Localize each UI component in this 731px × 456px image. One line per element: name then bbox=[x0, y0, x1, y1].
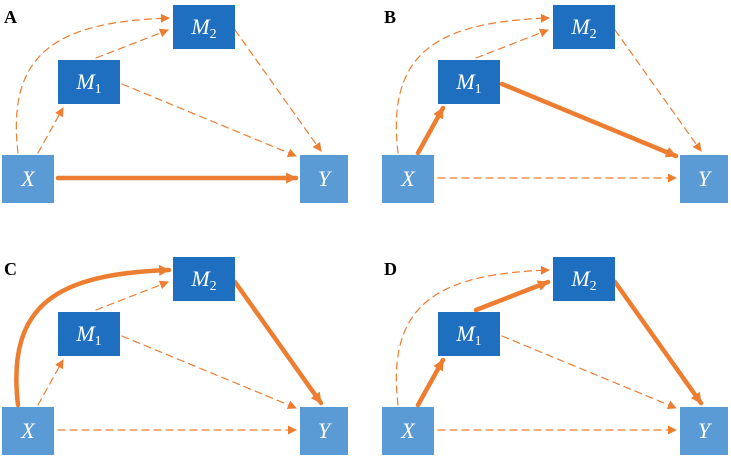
edge-m1-to-m2-solid bbox=[473, 279, 551, 313]
node-m2: M2 bbox=[173, 257, 235, 301]
node-y-box bbox=[300, 407, 348, 455]
edge-x-to-m1-solid bbox=[415, 357, 446, 408]
node-m1-label-base: M bbox=[455, 69, 476, 94]
panel-label: B bbox=[384, 7, 396, 27]
node-y-box bbox=[300, 155, 348, 203]
node-m1-label: M1 bbox=[455, 321, 481, 349]
node-m1: M1 bbox=[438, 60, 500, 104]
node-y-box bbox=[680, 155, 728, 203]
node-x: X bbox=[2, 155, 54, 203]
node-x-label: X bbox=[20, 418, 36, 443]
edge-m2-to-y-dashed bbox=[234, 29, 322, 152]
edge-x-to-m2-dashed bbox=[15, 13, 170, 154]
node-m1-label: M1 bbox=[455, 69, 481, 97]
edge-x-to-m2-dashed bbox=[395, 13, 550, 154]
node-m2-label: M2 bbox=[190, 14, 216, 42]
edge-m1-to-y-dashed bbox=[501, 335, 677, 410]
node-m1-label: M1 bbox=[75, 321, 101, 349]
node-m1-label-base: M bbox=[455, 321, 476, 346]
node-m1-label-sub: 1 bbox=[95, 82, 102, 97]
node-m1: M1 bbox=[58, 60, 120, 104]
node-m2: M2 bbox=[553, 5, 615, 49]
node-x-box bbox=[2, 155, 54, 203]
node-m1-box bbox=[438, 312, 500, 356]
node-m2-box bbox=[173, 257, 235, 301]
node-m2-box bbox=[553, 5, 615, 49]
panel-label: C bbox=[4, 259, 17, 279]
edge-x-to-m2-solid bbox=[14, 264, 172, 408]
node-y-label: Y bbox=[698, 418, 713, 443]
node-y: Y bbox=[300, 155, 348, 203]
node-m2-label-sub: 2 bbox=[590, 27, 597, 42]
node-m1-label-sub: 1 bbox=[475, 334, 482, 349]
node-m2-label-base: M bbox=[190, 14, 211, 39]
node-y: Y bbox=[300, 407, 348, 455]
node-m2-label-base: M bbox=[570, 266, 591, 291]
edge-x-to-m1-dashed bbox=[37, 359, 64, 406]
node-m1-label-sub: 1 bbox=[475, 82, 482, 97]
node-m2-label-base: M bbox=[190, 266, 211, 291]
edge-m1-to-m2-dashed bbox=[95, 28, 169, 59]
node-m2-label: M2 bbox=[570, 14, 596, 42]
node-x-label: X bbox=[400, 166, 416, 191]
node-m1-label-base: M bbox=[75, 321, 96, 346]
node-x-box bbox=[2, 407, 54, 455]
edge-m1-to-m2-dashed bbox=[95, 280, 169, 311]
node-x-label: X bbox=[400, 418, 416, 443]
node-m1: M1 bbox=[438, 312, 500, 356]
node-y: Y bbox=[680, 155, 728, 203]
panel-label: A bbox=[4, 7, 17, 27]
panel-label: D bbox=[384, 259, 397, 279]
edge-x-to-m1-solid bbox=[415, 105, 446, 156]
node-y-label: Y bbox=[698, 166, 713, 191]
edge-m2-to-y-solid bbox=[612, 279, 704, 406]
node-m2-box bbox=[173, 5, 235, 49]
edge-m2-to-y-solid bbox=[232, 279, 324, 406]
edge-m1-to-m2-dashed bbox=[475, 28, 549, 59]
node-y-label: Y bbox=[318, 418, 333, 443]
node-x: X bbox=[382, 155, 434, 203]
node-y: Y bbox=[680, 407, 728, 455]
node-m2: M2 bbox=[553, 257, 615, 301]
edge-m1-to-y-solid bbox=[499, 81, 679, 159]
edge-m2-to-y-dashed bbox=[614, 29, 702, 152]
edge-m1-to-y-dashed bbox=[121, 83, 297, 158]
edge-m1-to-y-dashed bbox=[121, 335, 297, 410]
node-m2-label-base: M bbox=[570, 14, 591, 39]
node-m2-label: M2 bbox=[190, 266, 216, 294]
node-m1-label: M1 bbox=[75, 69, 101, 97]
node-x-box bbox=[382, 407, 434, 455]
node-x: X bbox=[2, 407, 54, 455]
node-y-box bbox=[680, 407, 728, 455]
node-x-label: X bbox=[20, 166, 36, 191]
node-m2-label-sub: 2 bbox=[210, 279, 217, 294]
node-x: X bbox=[382, 407, 434, 455]
node-y-label: Y bbox=[318, 166, 333, 191]
node-x-box bbox=[382, 155, 434, 203]
node-m1-box bbox=[438, 60, 500, 104]
node-m2-label: M2 bbox=[570, 266, 596, 294]
node-m1: M1 bbox=[58, 312, 120, 356]
node-m1-box bbox=[58, 60, 120, 104]
node-m2-label-sub: 2 bbox=[210, 27, 217, 42]
node-m1-label-sub: 1 bbox=[95, 334, 102, 349]
node-m2-box bbox=[553, 257, 615, 301]
edge-x-to-m1-dashed bbox=[37, 107, 64, 154]
node-m1-label-base: M bbox=[75, 69, 96, 94]
node-m2-label-sub: 2 bbox=[590, 279, 597, 294]
edge-x-to-m2-dashed bbox=[395, 265, 550, 406]
node-m1-box bbox=[58, 312, 120, 356]
node-m2: M2 bbox=[173, 5, 235, 49]
